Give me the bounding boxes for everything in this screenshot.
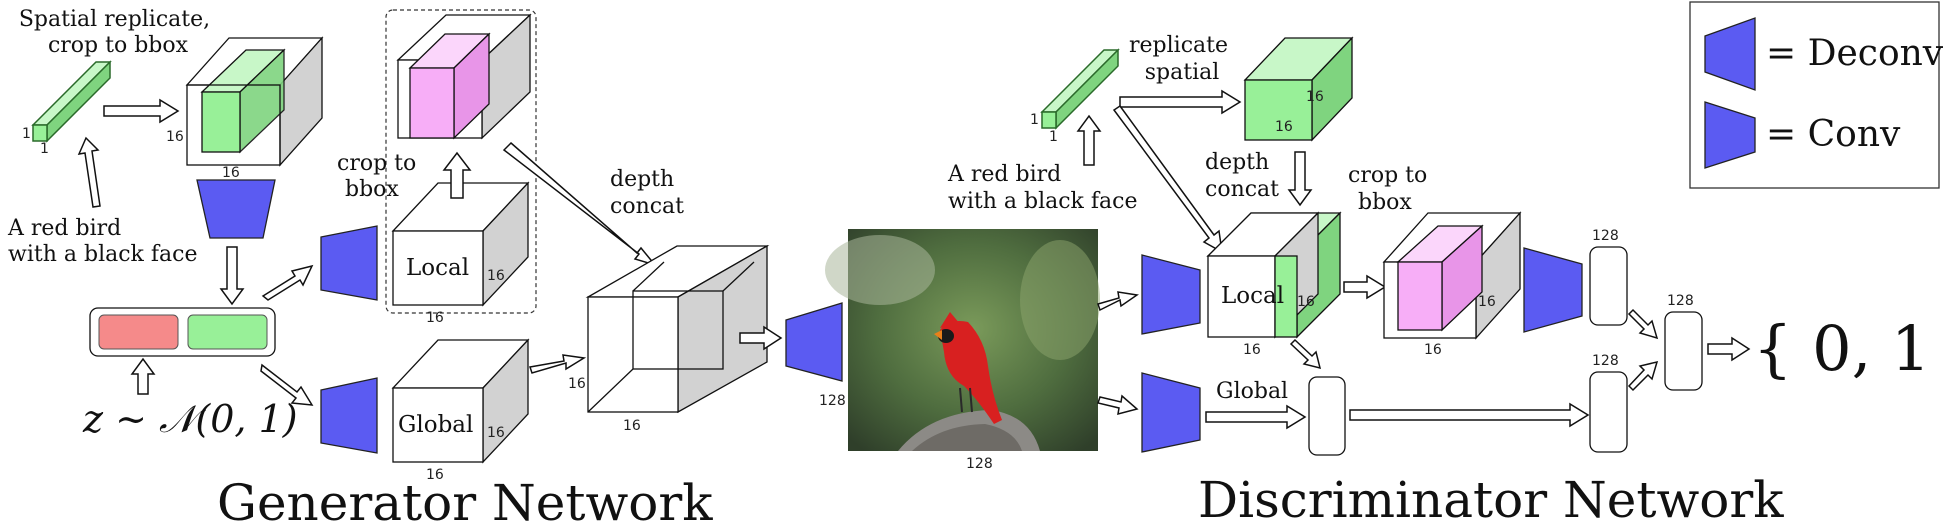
disc-text-description: A red bird with a black face <box>947 162 1137 214</box>
disc-local-conv-after-crop <box>1523 247 1583 333</box>
disc-local-feature-box <box>1589 246 1628 326</box>
gen-local-cube <box>391 181 530 307</box>
disc-arrow-replicate <box>1119 89 1242 115</box>
disc-arrow-crop <box>1343 274 1387 300</box>
disc-global-feature-box <box>1308 376 1346 456</box>
gen-spatial-replicate-label: Spatial replicate, crop to bbox <box>19 7 217 58</box>
gen-cube-dim-w: 16 <box>222 165 240 181</box>
image-dim: 128 <box>966 456 993 472</box>
gen-arrow-cropped-to-concat <box>502 141 658 267</box>
disc-arrow-local-merge <box>1627 308 1659 340</box>
disc-local-cube <box>1206 211 1342 339</box>
gen-local-dim-h: 16 <box>487 268 505 284</box>
gen-dim-one-b: 1 <box>40 141 49 157</box>
gen-red-vector <box>98 314 179 350</box>
gen-arrow-global-to-concat <box>529 354 587 374</box>
legend-deconv-label: = Deconv <box>1766 33 1944 74</box>
disc-cropped-dim-w: 16 <box>1424 342 1442 358</box>
disc-arrow-image-to-local <box>1097 291 1139 312</box>
gen-crop-label: crop to bbox <box>337 151 423 202</box>
disc-global-conv-block <box>1141 372 1201 453</box>
disc-global-feature-dim: 128 <box>1592 353 1619 369</box>
gen-global-conv-block <box>320 377 378 454</box>
gen-global-dim-w: 16 <box>426 467 444 483</box>
disc-local-dim-h: 16 <box>1297 294 1315 310</box>
gen-global-label: Global <box>398 412 473 438</box>
disc-arrow-long-global <box>1349 402 1590 428</box>
gen-crop-dashed-box <box>385 9 537 314</box>
disc-global-label: Global <box>1216 379 1288 404</box>
gen-output-dim: 128 <box>819 393 846 409</box>
gen-pink-bbox-front <box>409 67 455 139</box>
gen-arrow-noise-up <box>130 357 156 395</box>
disc-global-feature-box-2 <box>1589 371 1628 453</box>
gen-local-dim-w: 16 <box>426 310 444 326</box>
disc-arrow-image-to-global <box>1097 394 1139 416</box>
disc-cropped-dim-h: 16 <box>1478 294 1496 310</box>
legend-deconv-icon <box>1704 17 1756 91</box>
disc-text-embedding-bar <box>1040 48 1120 130</box>
disc-arrow-global-to-feature <box>1205 404 1307 430</box>
disc-arrow-text-up <box>1076 114 1102 166</box>
gen-cropped-cube <box>396 13 532 140</box>
gen-output-deconv-block <box>785 302 843 382</box>
disc-local-dim-w: 16 <box>1243 342 1261 358</box>
disc-dim-one-a: 1 <box>1030 112 1039 128</box>
disc-local-conv-block <box>1141 254 1201 335</box>
gen-arrow-replicate <box>103 98 180 124</box>
disc-arrow-output <box>1707 336 1751 362</box>
gen-green-vector <box>187 314 268 350</box>
disc-dim-one-b: 1 <box>1049 129 1058 145</box>
gen-local-label: Local <box>406 255 469 281</box>
gen-green-bbox-front <box>201 91 241 153</box>
gen-concat-dim-w: 16 <box>623 418 641 434</box>
disc-local-label: Local <box>1221 283 1284 309</box>
generator-title: Generator Network <box>217 474 713 531</box>
disc-replicated-dim-h: 16 <box>1306 89 1324 105</box>
disc-cropped-cube <box>1382 211 1522 340</box>
gen-arrow-crop-up <box>442 151 472 199</box>
gen-global-dim-h: 16 <box>487 425 505 441</box>
disc-crop-label: crop to bbox <box>1348 163 1434 215</box>
legend-conv-icon <box>1704 101 1756 169</box>
disc-merged-feature-box <box>1664 311 1703 391</box>
gen-concat-cube <box>585 244 770 414</box>
disc-replicated-cube <box>1243 36 1354 142</box>
gen-global-cube <box>391 338 530 464</box>
disc-arrow-embedding-to-concat <box>1112 104 1223 254</box>
disc-pink-bbox-front <box>1397 261 1443 331</box>
disc-output-label: { 0, 1 } <box>1753 312 1945 385</box>
discriminator-title: Discriminator Network <box>1198 471 1784 529</box>
disc-depth-concat-label: depth concat <box>1205 150 1279 202</box>
gen-arrow-text-up <box>77 136 101 208</box>
disc-arrow-concat-down <box>1287 151 1313 207</box>
legend-conv-label: = Conv <box>1766 114 1901 155</box>
disc-arrow-to-global-feature <box>1289 338 1322 370</box>
legend-box: = Deconv = Conv <box>1689 1 1944 189</box>
gen-replicated-cube <box>185 36 324 167</box>
disc-local-feature-dim: 128 <box>1592 228 1619 244</box>
gen-local-conv-block <box>320 225 378 301</box>
disc-replicated-dim-w: 16 <box>1275 119 1293 135</box>
disc-merged-feature-dim: 128 <box>1667 293 1694 309</box>
gen-cube-dim-h: 16 <box>166 129 184 145</box>
gen-depth-concat-label: depth concat <box>610 167 684 219</box>
gen-arrow-to-global-conv <box>260 363 314 406</box>
generated-bird-image <box>825 229 1100 451</box>
disc-arrow-global-merge <box>1627 360 1659 392</box>
gen-arrow-down-to-pair <box>219 246 245 306</box>
disc-replicate-label: replicate spatial <box>1129 33 1235 85</box>
gen-noise-formula: z ∼ 𝒩(0, 1) <box>82 397 298 441</box>
gen-text-embedding-bar <box>31 60 112 143</box>
gen-concat-dim-h: 16 <box>568 376 586 392</box>
gen-text-description: A red bird with a black face <box>7 216 197 267</box>
gen-dim-one-a: 1 <box>22 126 31 142</box>
gen-arrow-to-output-deconv <box>739 325 783 351</box>
gen-conv-block-top <box>196 179 276 239</box>
gen-arrow-to-local-conv <box>261 264 314 301</box>
